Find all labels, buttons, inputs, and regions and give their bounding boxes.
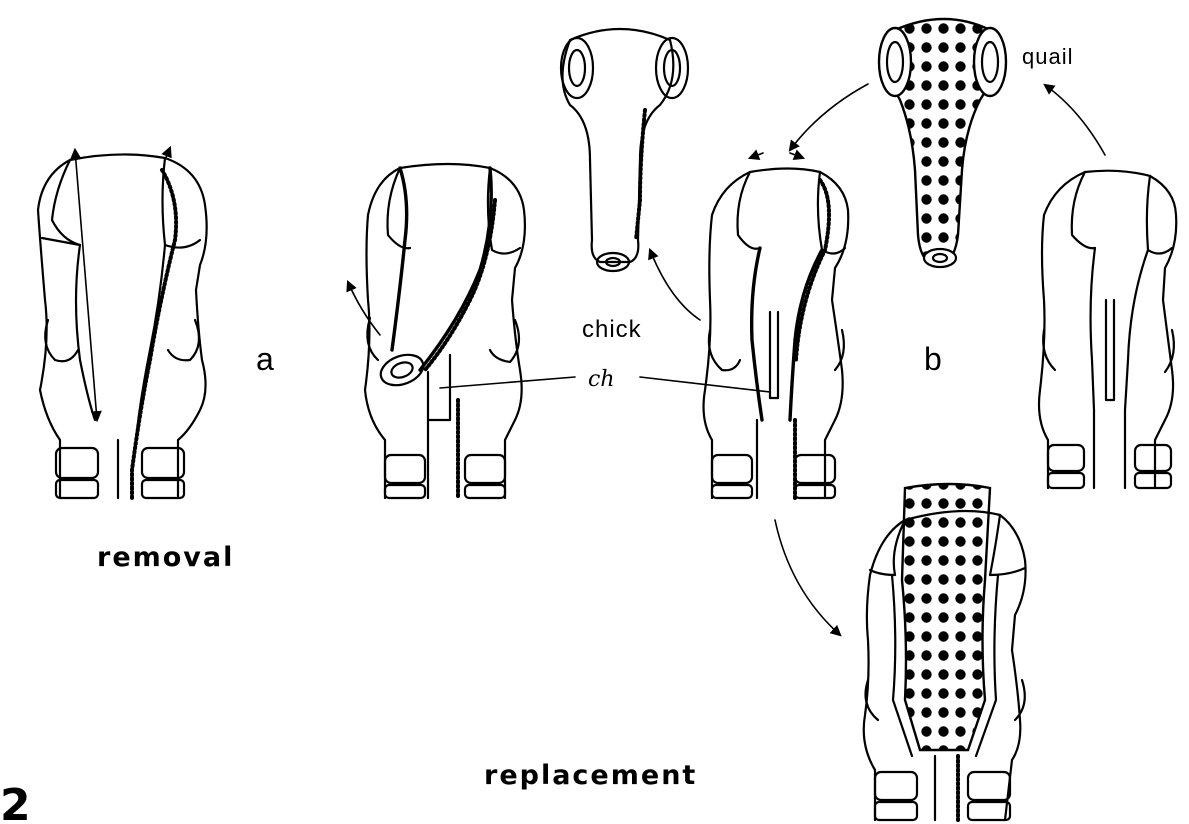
excised-chick-tube bbox=[561, 29, 700, 320]
embryo-quail-donor bbox=[1039, 171, 1176, 488]
figure-number: 2 bbox=[0, 780, 31, 824]
label-panel-a: a bbox=[256, 341, 274, 377]
label-replacement: replacement bbox=[484, 760, 697, 791]
label-chick: chick bbox=[582, 316, 642, 343]
label-panel-b: b bbox=[924, 341, 942, 377]
embryo-removal bbox=[38, 148, 207, 498]
label-quail: quail bbox=[1022, 44, 1073, 69]
label-removal: removal bbox=[97, 542, 234, 573]
label-ch: ch bbox=[588, 367, 615, 392]
embryo-chimera bbox=[775, 484, 1026, 820]
embryo-lifting bbox=[348, 164, 525, 498]
embryo-host bbox=[704, 153, 849, 498]
